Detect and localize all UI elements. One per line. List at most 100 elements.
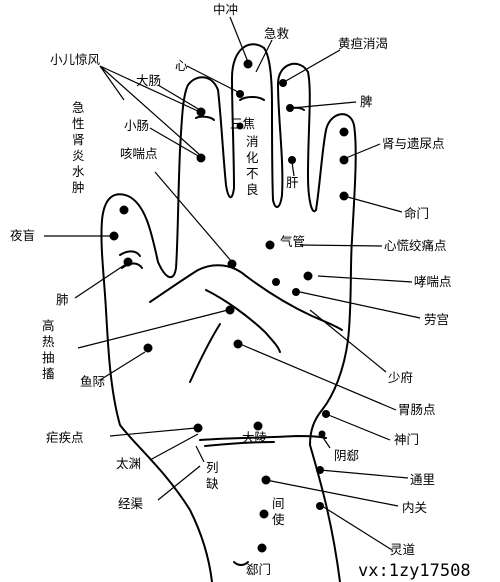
point-qiguan [265, 240, 275, 250]
point-fei [123, 257, 133, 267]
leader-tongli [319, 469, 409, 479]
point-xin [236, 90, 244, 98]
leader-gan [291, 161, 295, 177]
leader-fei [74, 263, 127, 299]
point-shenyiniao [339, 155, 349, 165]
vlabel-gaore-1: 热 [42, 334, 55, 349]
leader-weichang [239, 343, 397, 411]
point-tongli [316, 466, 324, 474]
leader-kechuan [154, 171, 233, 263]
thumb-crease [119, 250, 141, 257]
label-yuji: 鱼际 [80, 374, 105, 389]
point-gan [288, 156, 296, 164]
point-weichang [233, 339, 243, 349]
point-mingmen [339, 191, 349, 201]
label-daling: 大陵 [242, 430, 268, 445]
vlabel-jixing-3: 炎 [72, 148, 85, 163]
leader-lines [44, 16, 421, 551]
label-shaofu: 少府 [388, 370, 413, 385]
leader-nueji [109, 427, 197, 437]
palm-crease-1 [149, 264, 247, 303]
vlabel-jixing-2: 肾 [72, 132, 85, 147]
vlabel-gaore-2: 抽 [42, 350, 55, 365]
point-nueji [193, 423, 203, 433]
point-jixing [119, 205, 129, 215]
label-jingqu: 经渠 [118, 496, 144, 511]
label-huangdan: 黄疸消渴 [338, 36, 388, 51]
forearm-right-edge [309, 444, 341, 582]
point-huangdan [279, 79, 287, 87]
leader-lieque [195, 445, 205, 463]
point-sanjiao [236, 122, 244, 130]
vlabel-xiaohua-3: 良 [246, 182, 259, 197]
point-kechuan [227, 259, 237, 269]
palm-crease-3 [245, 275, 343, 331]
label-neiguan: 内关 [402, 500, 427, 515]
leader-shaofu [309, 309, 387, 373]
leader-yinxi [321, 435, 331, 449]
label-yinxi: 阴郄 [334, 448, 359, 463]
vlabel-jianshi-1: 使 [272, 512, 285, 527]
label-xiaochang: 小肠 [124, 118, 149, 133]
leader-pi [291, 101, 357, 109]
leader-dachang [157, 84, 201, 111]
label-gan: 肝 [286, 175, 299, 190]
index-crease [195, 115, 215, 121]
middle-crease [239, 96, 265, 101]
vlabel-gaore-0: 高 [42, 318, 55, 333]
label-tongli: 通里 [410, 472, 435, 487]
leader-xiaoer-2 [99, 65, 201, 156]
leader-mingmen [343, 195, 403, 213]
thenar-line [189, 323, 221, 383]
leader-xiaoer-1 [99, 65, 201, 113]
leader-yuji [99, 351, 146, 381]
point-laogong [272, 278, 280, 286]
vlabel-jixing-1: 性 [72, 116, 85, 131]
point-xiaochang [196, 153, 206, 163]
acupoint-labels: 中冲 急救 黄疸消渴 小儿惊风 心 大肠 脾 小肠 三焦 肾与遗尿点 咳喘点 肝… [10, 2, 452, 577]
point-yinxi [318, 430, 326, 438]
label-xiaochuan: 哮喘点 [414, 274, 452, 289]
leader-laogong [299, 291, 421, 319]
vlabel-gaore-3: 搐 [42, 366, 55, 381]
vlabel-jianshi-0: 间 [272, 496, 285, 511]
leader-zhongchong [229, 16, 249, 63]
forearm-left-edge [119, 424, 213, 582]
label-lingdao: 灵道 [390, 542, 416, 557]
point-shen [339, 127, 349, 137]
label-zhongchong: 中冲 [213, 2, 238, 17]
point-dachang [196, 107, 206, 117]
point-jianshi [259, 509, 269, 519]
vertical-labels: 急 性 肾 炎 水 肿 消 化 不 良 高 热 抽 搐 列 缺 间 使 [42, 100, 285, 527]
leader-lingdao [321, 505, 393, 551]
acupoint-dots [109, 59, 349, 553]
leader-taiyuan [149, 433, 199, 461]
wrist-crease-1 [199, 435, 327, 441]
vlabel-xiaohua-0: 消 [246, 134, 259, 149]
label-jijiu: 急救 [264, 26, 290, 41]
vlabel-jixing-0: 急 [72, 100, 85, 115]
label-kechuan: 咳喘点 [120, 146, 158, 161]
point-pi [286, 104, 294, 112]
leader-jijiu [255, 39, 273, 73]
vlabel-lieque-1: 缺 [206, 476, 219, 491]
label-taiyuan: 太渊 [116, 456, 141, 471]
wrist-crease-2 [204, 441, 275, 447]
leader-xin [186, 65, 239, 93]
point-shenmen [322, 410, 330, 418]
leader-xiaoer-3 [99, 65, 125, 101]
label-xinhuang: 心慌绞痛点 [384, 238, 447, 253]
palm-crease-2 [205, 289, 281, 353]
point-lingdao [316, 502, 324, 510]
leader-jingqu [157, 465, 201, 501]
bottom-mark [233, 561, 249, 566]
label-weichang: 胃肠点 [398, 402, 436, 417]
vlabel-jixing-5: 肿 [72, 180, 85, 195]
leader-xiaochuan [317, 275, 413, 283]
point-gaore [225, 305, 235, 315]
leader-shen [345, 143, 381, 159]
vlabel-xiaohua-2: 不 [246, 166, 259, 181]
leader-xiaochang [149, 127, 201, 158]
label-nueji: 疟疾点 [46, 430, 84, 445]
vlabel-jixing-4: 水 [72, 164, 85, 179]
